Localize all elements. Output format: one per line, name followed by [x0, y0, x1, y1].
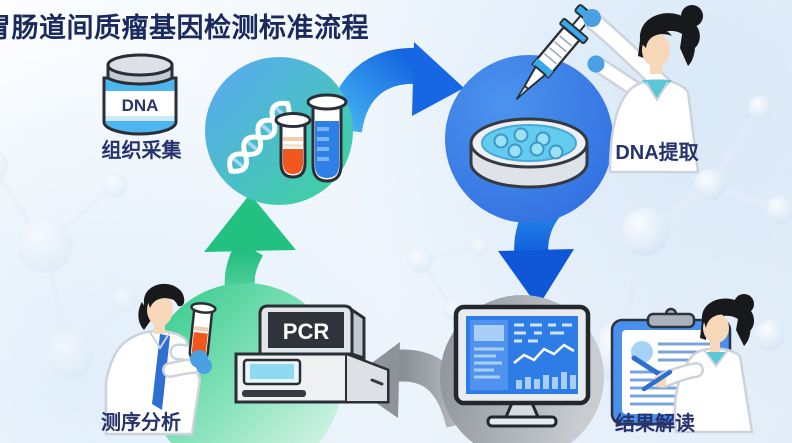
- line-chart-glyph: [513, 343, 575, 364]
- glove-icon: [583, 9, 601, 27]
- dna-jar-icon: DNA: [102, 53, 178, 136]
- step-label-sequence: 测序分析: [101, 412, 181, 434]
- step-label-extract: DNA提取: [615, 142, 699, 164]
- scientist-extract-figure: [583, 5, 703, 174]
- pcr-screen-text: PCR: [283, 319, 330, 344]
- pen-icon: [641, 369, 673, 392]
- molecule-decoration-center: [407, 238, 489, 321]
- test-tube-orange-icon: [274, 112, 312, 179]
- pen-icon: [631, 355, 665, 379]
- petri-dish-icon: [469, 117, 589, 189]
- scientist-sequence-figure: [104, 283, 217, 436]
- step-label-collect: 组织采集: [101, 140, 182, 162]
- cells-icon: [493, 127, 564, 160]
- pipette-icon: [515, 4, 600, 101]
- monitor-circle: [440, 295, 604, 443]
- page-title: 胃肠道间质瘤基因检测标准流程: [0, 13, 369, 43]
- glove-icon: [587, 55, 605, 73]
- monitor-icon: [453, 304, 591, 428]
- step-label-interpret: 结果解读: [615, 413, 695, 435]
- scientist-interpret-figure: [641, 294, 755, 434]
- tie: [152, 334, 170, 410]
- molecule-decoration-left: [0, 150, 137, 379]
- glove-icon: [196, 358, 212, 374]
- test-tube-blue-icon: [306, 93, 348, 183]
- pcr-screen: [268, 312, 344, 348]
- pcr-touchscreen: [250, 364, 294, 379]
- pcr-machine-icon: PCR: [234, 304, 390, 404]
- dna-testtubes-icon: [227, 93, 348, 183]
- hair: [140, 283, 185, 322]
- jar-text: DNA: [122, 96, 159, 115]
- specimen-circle: [205, 57, 353, 205]
- face: [642, 33, 670, 67]
- bar-chart-glyph: [516, 372, 576, 389]
- face: [703, 313, 729, 343]
